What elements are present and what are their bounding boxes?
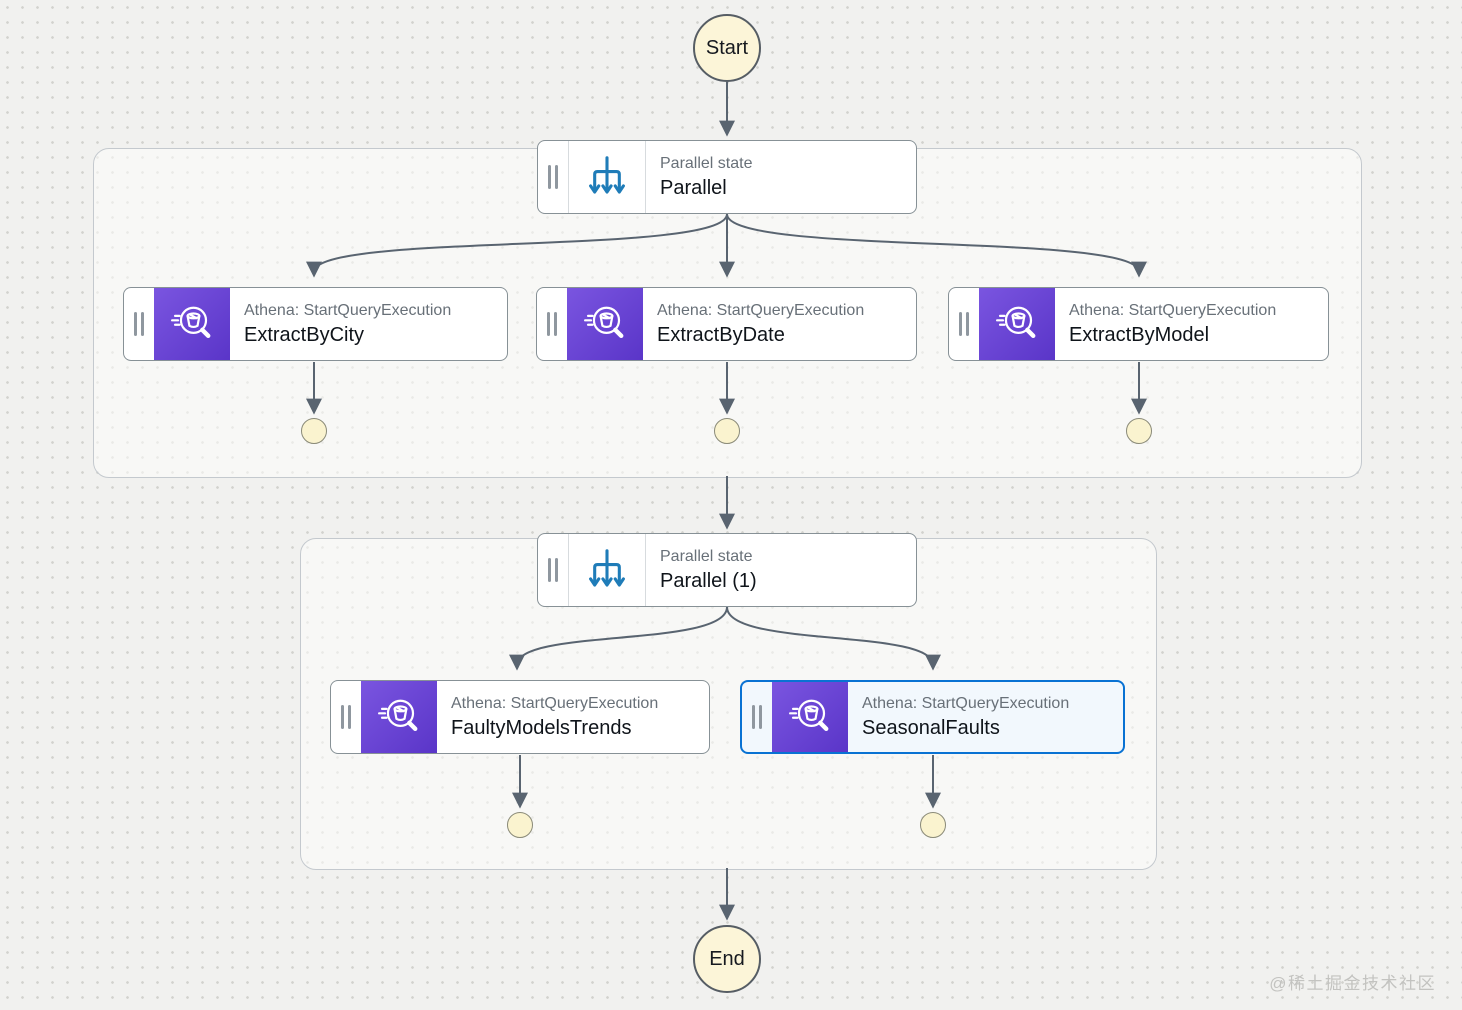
task-type-label: Athena: StartQueryExecution xyxy=(862,694,1070,712)
state-type-label: Parallel state xyxy=(660,547,753,565)
branch-end-node xyxy=(1126,418,1152,444)
task-node-extract-by-date[interactable]: Athena: StartQueryExecution ExtractByDat… xyxy=(536,287,917,361)
branch-end-node xyxy=(920,812,946,838)
task-node-seasonal-faults[interactable]: Athena: StartQueryExecution SeasonalFaul… xyxy=(740,680,1125,754)
task-type-label: Athena: StartQueryExecution xyxy=(451,694,659,712)
state-node-parallel[interactable]: Parallel state Parallel xyxy=(537,140,917,214)
athena-query-magnifier-icon xyxy=(567,288,643,360)
task-node-extract-by-model[interactable]: Athena: StartQueryExecution ExtractByMod… xyxy=(948,287,1329,361)
task-name-label: SeasonalFaults xyxy=(862,716,1000,739)
task-node-faulty-models-trends[interactable]: Athena: StartQueryExecution FaultyModels… xyxy=(330,680,710,754)
start-node: Start xyxy=(693,14,761,82)
parallel-fork-icon xyxy=(568,141,646,213)
task-node-extract-by-city[interactable]: Athena: StartQueryExecution ExtractByCit… xyxy=(123,287,508,361)
task-type-label: Athena: StartQueryExecution xyxy=(244,301,452,319)
athena-query-magnifier-icon xyxy=(154,288,230,360)
drag-handle-icon[interactable] xyxy=(949,288,979,360)
state-type-label: Parallel state xyxy=(660,154,753,172)
drag-handle-icon[interactable] xyxy=(538,534,568,606)
athena-query-magnifier-icon xyxy=(772,682,848,752)
branch-end-node xyxy=(714,418,740,444)
task-type-label: Athena: StartQueryExecution xyxy=(1069,301,1277,319)
drag-handle-icon[interactable] xyxy=(742,682,772,752)
end-label: End xyxy=(709,947,745,970)
task-name-label: FaultyModelsTrends xyxy=(451,716,632,739)
end-node: End xyxy=(693,925,761,993)
task-name-label: ExtractByModel xyxy=(1069,323,1210,346)
task-name-label: ExtractByDate xyxy=(657,323,785,346)
branch-end-node xyxy=(507,812,533,838)
task-type-label: Athena: StartQueryExecution xyxy=(657,301,865,319)
state-node-parallel-1[interactable]: Parallel state Parallel (1) xyxy=(537,533,917,607)
drag-handle-icon[interactable] xyxy=(538,141,568,213)
athena-query-magnifier-icon xyxy=(979,288,1055,360)
state-name-label: Parallel xyxy=(660,176,727,199)
watermark: @稀土掘金技术社区 xyxy=(1269,974,1436,993)
drag-handle-icon[interactable] xyxy=(331,681,361,753)
branch-end-node xyxy=(301,418,327,444)
parallel-fork-icon xyxy=(568,534,646,606)
start-label: Start xyxy=(705,36,749,59)
athena-query-magnifier-icon xyxy=(361,681,437,753)
state-name-label: Parallel (1) xyxy=(660,569,757,592)
drag-handle-icon[interactable] xyxy=(124,288,154,360)
task-name-label: ExtractByCity xyxy=(244,323,365,346)
drag-handle-icon[interactable] xyxy=(537,288,567,360)
